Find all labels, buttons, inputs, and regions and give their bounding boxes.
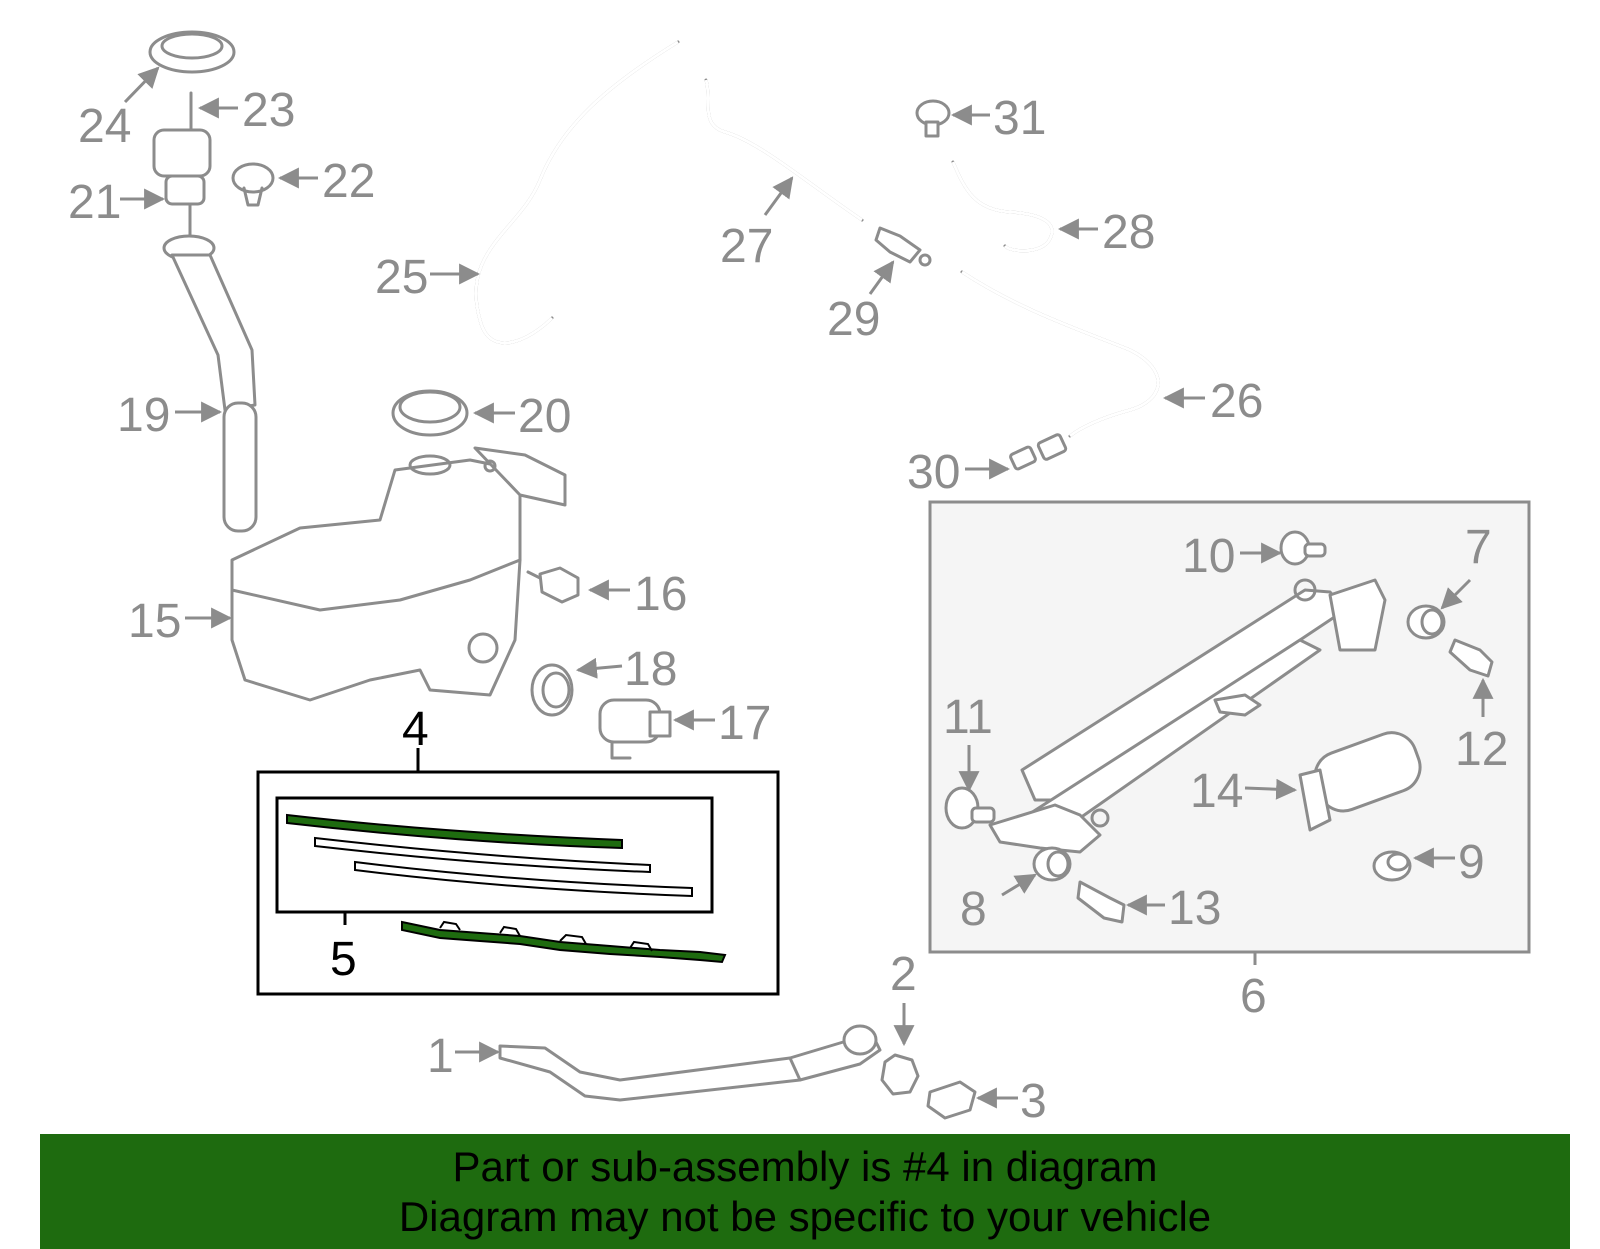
nut-part-2	[880, 1053, 920, 1096]
callout-19: 19	[117, 389, 170, 442]
callout-25: 25	[375, 251, 428, 304]
motor-part-17	[598, 698, 672, 760]
clip-part-22	[231, 162, 275, 207]
leader-27	[763, 176, 794, 216]
callout-15: 15	[128, 595, 181, 648]
callout-24: 24	[78, 100, 131, 153]
refill-strips-part-5	[286, 813, 693, 898]
reservoir-tank-part-15	[230, 446, 567, 702]
callout-22: 22	[322, 155, 375, 208]
motor-part-14	[1298, 731, 1422, 832]
callout-31: 31	[993, 92, 1046, 145]
leader-7	[1440, 578, 1472, 610]
cap-part-24	[148, 30, 236, 74]
callout-27: 27	[720, 220, 773, 273]
callout-6: 6	[1240, 970, 1267, 1023]
connector-part-30	[1009, 433, 1068, 471]
pump-part-16	[526, 566, 580, 604]
callout-29: 29	[827, 293, 880, 346]
bolt-part-12	[1448, 638, 1494, 678]
filler-neck-part-19	[162, 234, 258, 533]
pump-part-21	[152, 128, 212, 237]
callout-20: 20	[518, 390, 571, 443]
bushing-part-8	[1032, 846, 1072, 882]
seal-part-18	[530, 663, 574, 717]
callout-12: 12	[1455, 723, 1508, 776]
joint-part-29	[874, 226, 932, 267]
callout-28: 28	[1102, 206, 1155, 259]
leader-29	[868, 260, 895, 295]
callout-1: 1	[427, 1030, 454, 1083]
callout-14: 14	[1190, 765, 1243, 818]
bushing-part-7	[1406, 604, 1446, 640]
leader-18	[575, 657, 623, 679]
callout-17: 17	[718, 697, 771, 750]
banner-line-2: Diagram may not be specific to your vehi…	[398, 1193, 1212, 1240]
hose-part-27	[704, 78, 864, 222]
callout-13: 13	[1168, 882, 1221, 935]
hose-part-26	[960, 270, 1160, 438]
grommet-part-9	[1372, 850, 1412, 882]
banner-line-1: Part or sub-assembly is #4 in diagram	[452, 1143, 1158, 1190]
nozzle-part-31	[915, 99, 951, 138]
callout-9: 9	[1458, 836, 1485, 889]
callout-21: 21	[68, 176, 121, 229]
callout-4: 4	[402, 703, 429, 756]
callout-23: 23	[242, 84, 295, 137]
cap-part-3	[926, 1080, 977, 1120]
callout-8: 8	[960, 883, 987, 936]
grommet-part-20	[391, 389, 469, 437]
callout-7: 7	[1465, 521, 1492, 574]
callout-3: 3	[1020, 1075, 1047, 1128]
linkage-part-6	[988, 578, 1387, 854]
leader-14	[1244, 778, 1298, 800]
callout-5: 5	[330, 933, 357, 986]
wiper-arm-part-1	[498, 1024, 882, 1102]
callout-16: 16	[634, 568, 687, 621]
callout-2: 2	[890, 948, 917, 1001]
info-banner: Part or sub-assembly is #4 in diagram Di…	[40, 1134, 1570, 1249]
hose-part-28	[951, 160, 1054, 253]
callout-11: 11	[943, 691, 993, 744]
callout-10: 10	[1182, 530, 1235, 583]
bolt-part-11	[944, 786, 996, 830]
bolt-part-13	[1076, 880, 1126, 924]
callout-18: 18	[624, 643, 677, 696]
leader-8	[1001, 873, 1037, 897]
callout-26: 26	[1210, 375, 1263, 428]
callout-30: 30	[907, 446, 960, 499]
wiper-blade-part-4	[401, 920, 727, 964]
hose-part-25	[474, 40, 680, 345]
leader-24	[123, 66, 160, 104]
